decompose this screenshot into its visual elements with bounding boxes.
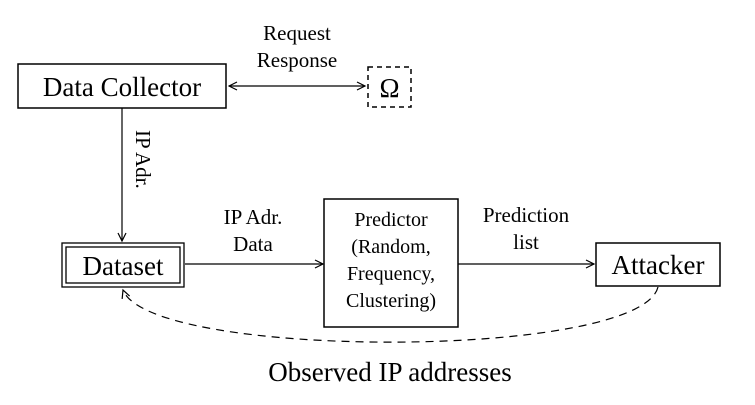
attacker-node: Attacker xyxy=(595,242,721,287)
attacker-dataset-edge: Observed IP addresses xyxy=(121,286,659,387)
omega-node: Ω xyxy=(367,66,412,108)
observed-ip-label: Observed IP addresses xyxy=(268,357,511,387)
dataset-predictor-edge: IP Adr. Data xyxy=(185,205,325,269)
attacker-label: Attacker xyxy=(612,250,705,280)
omega-label: Ω xyxy=(379,73,399,103)
prediction-label: Prediction xyxy=(483,203,570,227)
predictor-label-line3: Frequency, xyxy=(347,263,435,285)
data-collector-node: Data Collector xyxy=(17,63,227,109)
ip-adr-vertical-label: IP Adr. xyxy=(131,130,155,189)
predictor-label-line1: Predictor xyxy=(354,209,428,231)
predictor-label-line2: (Random, xyxy=(351,236,430,258)
dataset-label: Dataset xyxy=(83,251,164,281)
request-label: Request xyxy=(263,21,331,45)
ip-adr-data-label-2: Data xyxy=(233,232,273,256)
predictor-node: Predictor (Random, Frequency, Clustering… xyxy=(323,198,459,328)
predictor-attacker-edge: Prediction list xyxy=(458,203,596,269)
response-label: Response xyxy=(257,48,338,72)
list-label: list xyxy=(513,230,539,254)
ip-adr-data-label-1: IP Adr. xyxy=(224,205,283,229)
request-response-edge: Request Response xyxy=(229,21,365,86)
collector-dataset-edge: IP Adr. xyxy=(117,108,155,243)
dataset-node: Dataset xyxy=(61,242,185,288)
predictor-label-line4: Clustering) xyxy=(346,290,436,312)
data-collector-label: Data Collector xyxy=(43,72,201,102)
